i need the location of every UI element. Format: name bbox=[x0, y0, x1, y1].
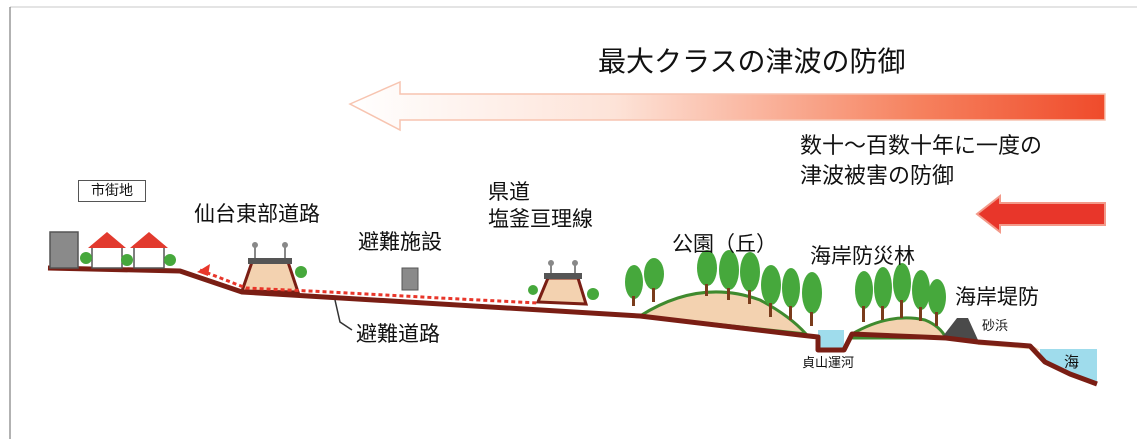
prefectural-road-label-line1: 県道 bbox=[488, 180, 530, 204]
prefectural-road-label-line2: 塩釜亘理線 bbox=[488, 207, 593, 231]
city-building bbox=[49, 231, 79, 269]
canal-label: 貞山運河 bbox=[802, 356, 855, 371]
prefectural-road-embankment bbox=[535, 276, 589, 306]
canal-water bbox=[818, 330, 844, 350]
park-hill bbox=[635, 290, 810, 336]
sendai-road-embankment bbox=[239, 260, 301, 294]
sea-water bbox=[1040, 349, 1097, 385]
max-tsunami-title: 最大クラスの津波の防御 bbox=[598, 45, 906, 78]
prefectural-road-surface bbox=[544, 273, 582, 279]
frequent-tsunami-title-line2: 津波被害の防御 bbox=[800, 164, 955, 189]
sand-beach-label: 砂浜 bbox=[982, 319, 1009, 334]
coastal-forest-label: 海岸防災林 bbox=[810, 244, 915, 268]
lamp-posts bbox=[252, 242, 578, 273]
shelter-label: 避難施設 bbox=[358, 230, 442, 254]
seawall-label: 海岸堤防 bbox=[955, 285, 1039, 309]
evacuation-route-line bbox=[199, 268, 539, 305]
frequent-tsunami-arrow bbox=[975, 193, 1106, 235]
sendai-road-label: 仙台東部道路 bbox=[194, 202, 320, 226]
max-tsunami-arrow bbox=[348, 80, 1106, 132]
coastal-forest-trees bbox=[855, 263, 946, 326]
ground-line bbox=[47, 265, 1098, 387]
city-houses bbox=[80, 232, 176, 269]
frequent-tsunami-title-line1: 数十～百数十年に一度の bbox=[800, 134, 1043, 159]
sendai-road-surface bbox=[248, 258, 292, 264]
park-trees bbox=[625, 250, 822, 326]
evacuation-route-arrowhead bbox=[197, 264, 210, 276]
roadside-bushes bbox=[295, 266, 599, 300]
seawall-structure bbox=[940, 318, 978, 340]
evacuation-shelter-building bbox=[401, 267, 419, 291]
park-label: 公園（丘） bbox=[672, 232, 777, 256]
evacuation-route-pointer bbox=[334, 299, 353, 331]
sea-label: 海 bbox=[1064, 353, 1080, 371]
city-label: 市街地 bbox=[78, 180, 146, 203]
ground-fill bbox=[48, 268, 818, 350]
evacuation-route-label: 避難道路 bbox=[356, 322, 440, 346]
